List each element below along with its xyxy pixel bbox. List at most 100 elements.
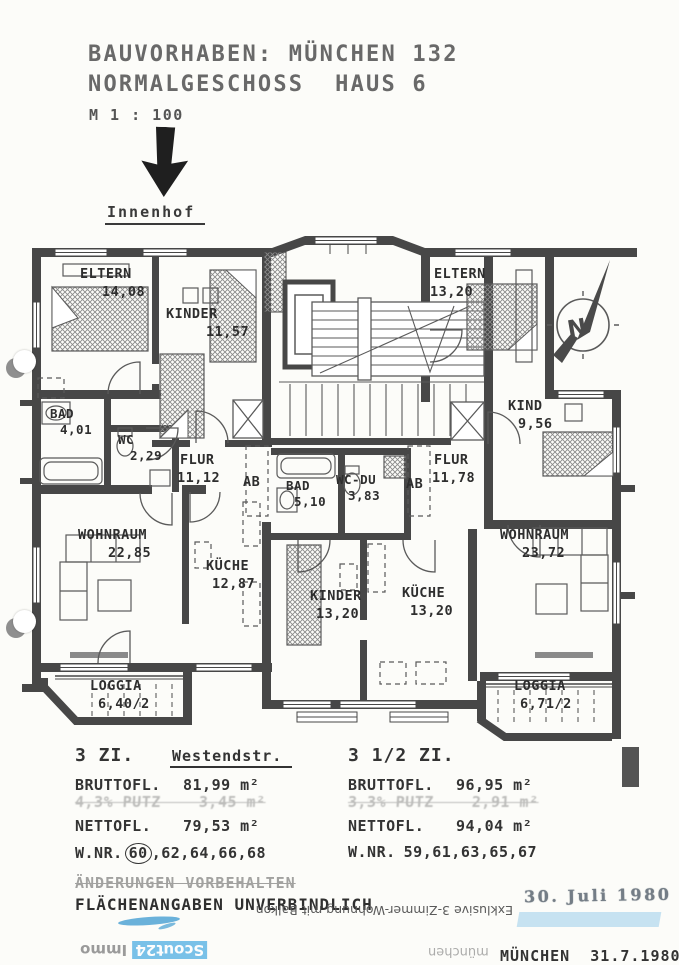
city-date: MÜNCHEN 31.7.1980 [500, 947, 679, 965]
apartment-right-netto: NETTOFL. 94,04 m² [348, 817, 532, 835]
date-stamp: 30. Juli 1980 [523, 884, 672, 907]
brutto-value: 81,99 m² [183, 776, 260, 794]
loggia-left-structure [40, 672, 192, 725]
room-area: 13,20 [430, 283, 474, 300]
room-area: 12,87 [212, 575, 256, 592]
netto-value: 94,04 m² [456, 817, 533, 835]
room-area: 2,29 [130, 448, 163, 464]
room-name: FLUR [434, 452, 469, 468]
staircase [279, 297, 485, 436]
room-name: BAD [50, 406, 75, 421]
room-area: 6,71/2 [520, 695, 572, 712]
wnr-first-circled: 60 [124, 843, 152, 864]
hole-punch-top [6, 350, 40, 382]
bed-folds [51, 269, 614, 477]
wnr-rest: ,62,64,66,68 [151, 844, 267, 862]
room-area: 6,40/2 [98, 695, 150, 712]
kitchen-counters-dashed [37, 377, 447, 685]
apartment-left-struck-line: 4,3% PUTZ 3,45 m² [74, 793, 267, 811]
apartment-left-netto: NETTOFL. 79,53 m² [75, 817, 259, 835]
furniture [39, 263, 609, 621]
apartment-left-rooms: 3 ZI. [75, 745, 135, 766]
note-areas-nonbinding: FLÄCHENANGABEN UNVERBINDLICH [75, 895, 373, 914]
room-area: 11,12 [177, 469, 221, 486]
internal-walls [32, 248, 451, 700]
room-label-ab-right: AB [406, 476, 423, 494]
room-area: 22,85 [108, 544, 152, 561]
apartment-right-wnr: W.NR. 59,61,63,65,67 [348, 843, 537, 861]
room-name: KINDER [310, 588, 362, 604]
floor-plan-drawing: N [20, 236, 637, 741]
courtyard-label: Innenhof [105, 203, 206, 225]
wnr-label: W.NR. [348, 843, 396, 861]
brutto-label: BRUTTOFL. [75, 776, 161, 794]
portal-watermark: Scout24 Immo [80, 941, 208, 959]
room-name: KINDER [166, 306, 218, 322]
netto-value: 79,53 m² [183, 817, 260, 835]
scale-label: M 1 : 100 [89, 106, 184, 124]
loggia-right-structure [476, 681, 621, 741]
watermark-scout: Scout24 [132, 941, 208, 959]
hole-punch-hole [13, 610, 36, 633]
room-name: AB [406, 476, 424, 492]
room-area: 5,10 [294, 494, 327, 510]
room-area: 13,20 [316, 605, 360, 622]
apartment-left-wnr: W.NR.60,62,64,66,68 [75, 843, 266, 864]
room-area: 9,56 [518, 415, 553, 432]
room-name: ELTERN [434, 266, 486, 282]
apartment-right-struck-line: 3,3% PUTZ 2,91 m² [347, 793, 540, 811]
apartment-right-brutto: BRUTTOFL. 96,95 m² [348, 776, 532, 794]
room-area: 4,01 [60, 422, 93, 438]
netto-label: NETTOFL. [75, 817, 152, 835]
room-name: KÜCHE [206, 558, 250, 574]
brutto-value: 96,95 m² [456, 776, 533, 794]
netto-label: NETTOFL. [348, 817, 425, 835]
room-area: 3,83 [348, 488, 381, 504]
room-area: 11,57 [206, 323, 250, 340]
room-name: LOGGIA [90, 678, 142, 694]
room-name: WOHNRAUM [500, 527, 570, 543]
room-name: LOGGIA [514, 678, 566, 694]
brutto-label: BRUTTOFL. [348, 776, 434, 794]
room-name: WC [118, 432, 135, 447]
room-name: AB [243, 474, 261, 490]
entry-doors [232, 399, 485, 441]
wnr-value: 59,61,63,65,67 [403, 843, 538, 861]
north-compass-icon: N [547, 260, 619, 363]
apartment-right-rooms: 3 1/2 ZI. [348, 745, 455, 766]
street-name: Westendstr. [170, 747, 293, 768]
window-mullions [36, 240, 617, 718]
room-name: FLUR [180, 452, 215, 468]
room-name: ELTERN [80, 266, 132, 282]
beds-hatched [51, 269, 614, 646]
compass-n-letter: N [565, 314, 588, 343]
room-area: 13,20 [410, 602, 454, 619]
city-flipped: münchen [428, 944, 489, 959]
radiator-right [535, 652, 593, 658]
down-arrow-icon [132, 126, 198, 198]
room-name: WOHNRAUM [78, 527, 148, 543]
watermark-immo: Immo [80, 941, 128, 959]
page-title-line2: NORMALGESCHOSS HAUS 6 [88, 72, 428, 97]
stamp-highlight [516, 912, 662, 927]
flipped-tagline: Exklusive 3-Zimmer-Wohnung mit Balkon [255, 903, 513, 918]
room-name: WC-DU [336, 472, 377, 487]
room-name: BAD [286, 478, 311, 493]
door-swings [97, 329, 541, 664]
room-area: 23,72 [522, 544, 566, 561]
